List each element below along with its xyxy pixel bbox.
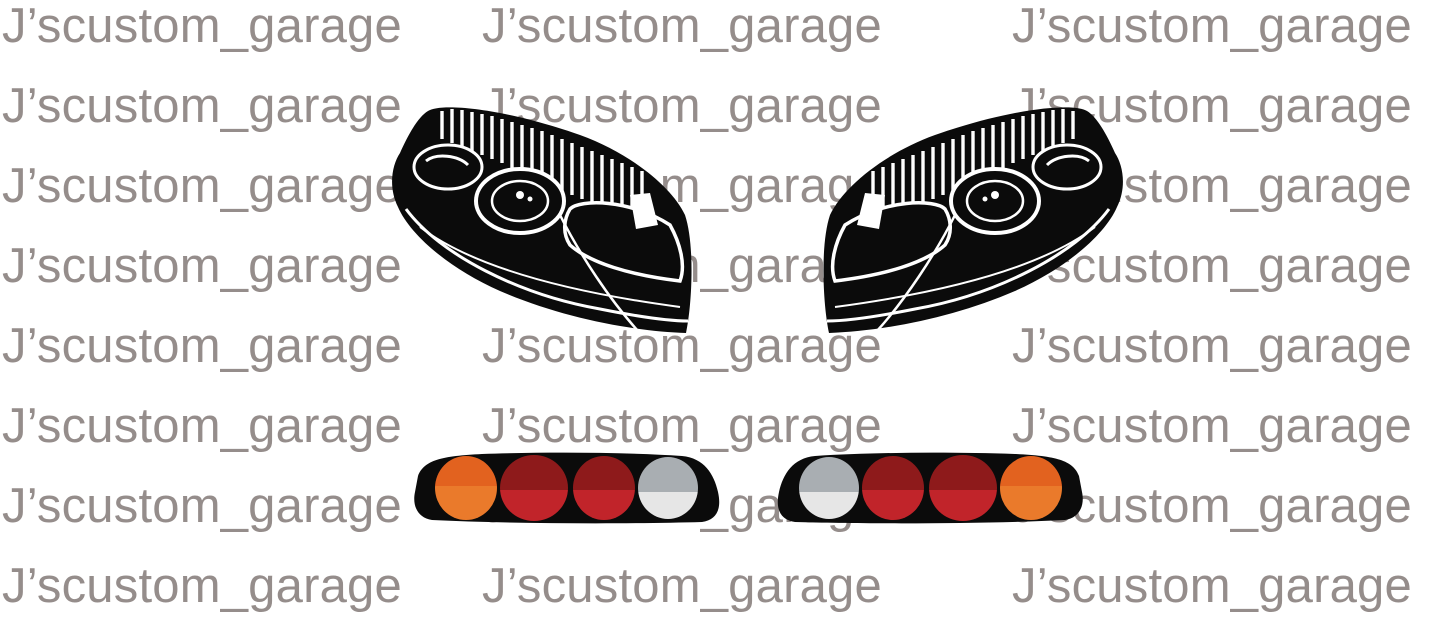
watermark-text: J’scustom_garage xyxy=(482,559,882,613)
watermark-text: J’scustom_garage xyxy=(2,239,402,293)
taillight-left-graphic xyxy=(414,452,720,524)
watermark-text: J’scustom_garage xyxy=(2,159,402,213)
watermark-text: J’scustom_garage xyxy=(1012,319,1412,373)
headlight-right-graphic xyxy=(823,107,1123,333)
watermark-text: J’scustom_garage xyxy=(2,79,402,133)
watermark-text: J’scustom_garage xyxy=(1012,559,1412,613)
headlight-left-graphic xyxy=(392,107,692,333)
watermark-text: J’scustom_garage xyxy=(1012,0,1412,53)
watermark-text: J’scustom_garage xyxy=(2,399,402,453)
watermark-text: J’scustom_garage xyxy=(482,0,882,53)
watermark-text: J’scustom_garage xyxy=(2,559,402,613)
watermark-text: J’scustom_garage xyxy=(2,0,402,53)
watermark-text: J’scustom_garage xyxy=(1012,399,1412,453)
watermark-text: J’scustom_garage xyxy=(482,399,882,453)
watermark-text: J’scustom_garage xyxy=(482,79,882,133)
watermark-text: J’scustom_garage xyxy=(2,319,402,373)
watermark-text: J’scustom_garage xyxy=(2,479,402,533)
taillight-right-graphic xyxy=(777,452,1083,524)
